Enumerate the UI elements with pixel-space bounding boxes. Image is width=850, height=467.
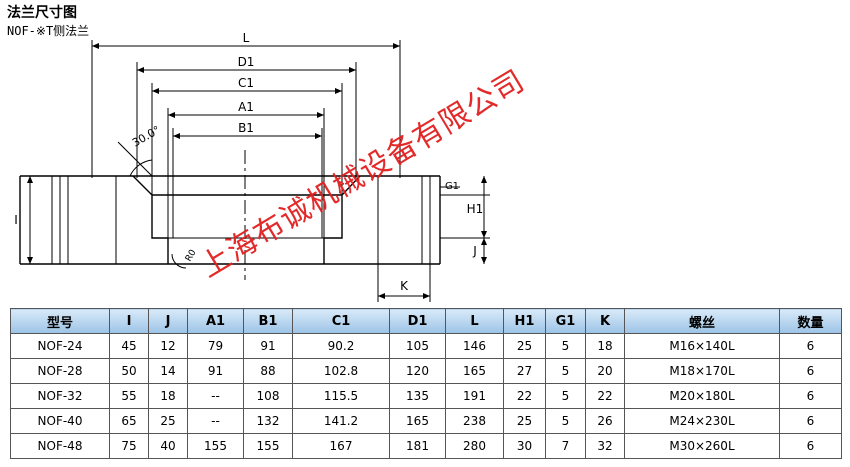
col-header: G1 [545, 308, 586, 334]
table-cell: 5 [545, 333, 586, 359]
table-cell: 20 [585, 358, 625, 384]
table-cell: 105 [389, 333, 446, 359]
table-row: NOF-40 65 25 -- 132 141.2 165 238 25 5 2… [10, 408, 842, 434]
table-cell: 280 [445, 433, 504, 459]
dim-label-D1: D1 [238, 55, 255, 69]
table-cell: 108 [243, 383, 293, 409]
table-cell: NOF-28 [10, 358, 110, 384]
table-cell: 115.5 [292, 383, 390, 409]
col-header: J [148, 308, 188, 334]
table-cell: -- [187, 383, 244, 409]
table-header-row: 型号 I J A1 B1 C1 D1 L H1 G1 K 螺丝 数量 [10, 308, 842, 334]
table-cell: 5 [545, 408, 586, 434]
table-cell: 167 [292, 433, 390, 459]
table-cell: 135 [389, 383, 446, 409]
table-row: NOF-32 55 18 -- 108 115.5 135 191 22 5 2… [10, 383, 842, 409]
table-cell: M30×260L [624, 433, 780, 459]
table-cell: 18 [148, 383, 188, 409]
table-cell: NOF-32 [10, 383, 110, 409]
table-cell: 191 [445, 383, 504, 409]
table-cell: 6 [779, 383, 842, 409]
col-header: I [109, 308, 149, 334]
table-cell: M20×180L [624, 383, 780, 409]
table-cell: 65 [109, 408, 149, 434]
table-cell: M16×140L [624, 333, 780, 359]
table-cell: 12 [148, 333, 188, 359]
table-cell: -- [187, 408, 244, 434]
table-cell: 146 [445, 333, 504, 359]
table-cell: 120 [389, 358, 446, 384]
col-header: K [585, 308, 625, 334]
page-title: 法兰尺寸图 [7, 5, 77, 21]
dim-label-K: K [400, 279, 409, 293]
col-header: 螺丝 [624, 308, 780, 334]
table-cell: 181 [389, 433, 446, 459]
dim-label-C1: C1 [238, 76, 254, 90]
table-cell: NOF-24 [10, 333, 110, 359]
table-cell: 102.8 [292, 358, 390, 384]
table-cell: M24×230L [624, 408, 780, 434]
table-cell: 88 [243, 358, 293, 384]
col-header: D1 [389, 308, 446, 334]
table-cell: 22 [503, 383, 546, 409]
col-header: L [445, 308, 504, 334]
table-row: NOF-28 50 14 91 88 102.8 120 165 27 5 20… [10, 358, 842, 384]
angle-label-top: 30.0° [130, 123, 162, 149]
table-cell: 165 [389, 408, 446, 434]
table-cell: 91 [243, 333, 293, 359]
table-cell: 55 [109, 383, 149, 409]
table-cell: 25 [148, 408, 188, 434]
table-cell: 18 [585, 333, 625, 359]
table-row: NOF-24 45 12 79 91 90.2 105 146 25 5 18 … [10, 333, 842, 359]
spec-table: 型号 I J A1 B1 C1 D1 L H1 G1 K 螺丝 数量 NOF-2… [10, 308, 842, 459]
dim-label-I: I [14, 213, 18, 227]
col-header: B1 [243, 308, 293, 334]
table-cell: 25 [503, 408, 546, 434]
table-cell: 141.2 [292, 408, 390, 434]
table-cell: 5 [545, 383, 586, 409]
dim-label-A1: A1 [238, 100, 254, 114]
dim-label-L: L [243, 31, 250, 45]
table-cell: NOF-48 [10, 433, 110, 459]
table-cell: 6 [779, 333, 842, 359]
col-header: 型号 [10, 308, 110, 334]
table-cell: M18×170L [624, 358, 780, 384]
table-cell: 7 [545, 433, 586, 459]
table-cell: 155 [243, 433, 293, 459]
table-cell: 5 [545, 358, 586, 384]
page-subtitle: NOF-※T侧法兰 [7, 24, 90, 38]
flange-drawing: L D1 C1 A1 B1 I J K H1 G1 30.0° R0 [14, 31, 490, 302]
col-header: C1 [292, 308, 390, 334]
table-cell: 132 [243, 408, 293, 434]
table-cell: 27 [503, 358, 546, 384]
table-cell: 6 [779, 433, 842, 459]
table-cell: 79 [187, 333, 244, 359]
table-cell: 45 [109, 333, 149, 359]
dim-label-G1: G1 [445, 181, 459, 192]
col-header: 数量 [779, 308, 842, 334]
table-cell: 22 [585, 383, 625, 409]
dim-label-J: J [472, 244, 477, 258]
table-cell: 26 [585, 408, 625, 434]
table-cell: 75 [109, 433, 149, 459]
col-header: H1 [503, 308, 546, 334]
dim-label-H1: H1 [467, 202, 484, 216]
table-cell: 50 [109, 358, 149, 384]
table-cell: NOF-40 [10, 408, 110, 434]
table-cell: 6 [779, 408, 842, 434]
table-cell: 90.2 [292, 333, 390, 359]
table-cell: 14 [148, 358, 188, 384]
table-cell: 25 [503, 333, 546, 359]
col-header: A1 [187, 308, 244, 334]
table-cell: 155 [187, 433, 244, 459]
table-cell: 165 [445, 358, 504, 384]
dim-label-B1: B1 [238, 121, 254, 135]
table-cell: 238 [445, 408, 504, 434]
table-cell: 40 [148, 433, 188, 459]
table-cell: 6 [779, 358, 842, 384]
table-cell: 91 [187, 358, 244, 384]
table-cell: 30 [503, 433, 546, 459]
table-cell: 32 [585, 433, 625, 459]
table-row: NOF-48 75 40 155 155 167 181 280 30 7 32… [10, 433, 842, 459]
